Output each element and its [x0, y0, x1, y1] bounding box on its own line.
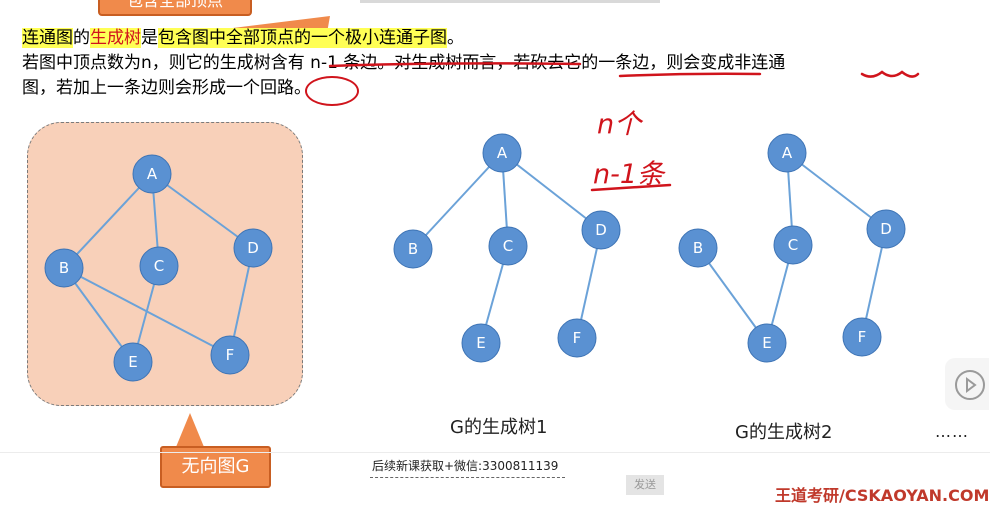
- svg-text:B: B: [408, 240, 418, 258]
- svg-text:E: E: [762, 334, 771, 352]
- underline-kan-edge: [618, 72, 762, 78]
- caption-tree-2: G的生成树2: [735, 422, 833, 443]
- node-t1-a: A: [482, 133, 522, 173]
- node-t2-e: E: [747, 323, 787, 363]
- svg-text:F: F: [226, 346, 235, 364]
- spanning-tree-2: A B C D E F: [678, 133, 906, 363]
- edge-t1-a-b: [412, 152, 503, 250]
- node-g-a: A: [132, 154, 172, 194]
- bottom-divider: [0, 452, 990, 453]
- svg-text:D: D: [595, 221, 607, 239]
- graph-label-badge: 无向图G: [160, 446, 271, 488]
- spanning-tree-1: A B C D E F: [393, 133, 621, 363]
- term-connected-graph: 连通图: [22, 28, 73, 48]
- svg-text:F: F: [573, 329, 582, 347]
- svg-text:A: A: [497, 144, 508, 162]
- node-t1-c: C: [488, 226, 528, 266]
- svg-text:A: A: [147, 165, 158, 183]
- svg-text:B: B: [693, 239, 703, 257]
- underline-feiliantong: [860, 70, 920, 78]
- definition-line-3: 图，若加上一条边则会形成一个回路。: [22, 78, 311, 98]
- svg-text:E: E: [476, 334, 485, 352]
- definition-line-1: 连通图的生成树是包含图中全部顶点的一个极小连通子图。: [22, 27, 464, 49]
- svg-text:B: B: [59, 259, 69, 277]
- node-t2-b: B: [678, 228, 718, 268]
- text-de: 的: [73, 28, 90, 48]
- top-callout: 包含全部顶点: [98, 0, 252, 16]
- svg-text:C: C: [503, 237, 513, 255]
- svg-text:C: C: [788, 236, 798, 254]
- brand-watermark: 王道考研/CSKAOYAN.COM: [775, 486, 990, 505]
- node-t1-f: F: [557, 318, 597, 358]
- term-spanning-tree: 生成树: [90, 28, 141, 48]
- node-t2-a: A: [767, 133, 807, 173]
- text-shi: 是: [141, 28, 158, 48]
- text-period: 。: [447, 28, 464, 48]
- edge-t2-a-d: [786, 152, 887, 230]
- edge-t2-b-e: [697, 247, 768, 344]
- svg-text:F: F: [858, 328, 867, 346]
- play-icon[interactable]: [955, 370, 985, 400]
- strike-annotation: [328, 62, 582, 68]
- node-t1-e: E: [461, 323, 501, 363]
- node-g-d: D: [233, 228, 273, 268]
- node-t1-b: B: [393, 229, 433, 269]
- svg-text:A: A: [782, 144, 793, 162]
- svg-text:D: D: [880, 220, 892, 238]
- ellipsis-more: ……: [935, 422, 969, 441]
- circle-annotation-huilu: [305, 76, 359, 106]
- node-g-e: E: [113, 342, 153, 382]
- edge-t1-a-d: [501, 152, 602, 231]
- svg-text:E: E: [128, 353, 137, 371]
- graphs-canvas: n个 n-1条 A B C D E F A B C D E F: [44, 62, 920, 382]
- svg-text:D: D: [247, 239, 259, 257]
- svg-text:C: C: [154, 257, 164, 275]
- edge-g-a-d: [151, 173, 254, 249]
- top-toolbar-strip: [360, 0, 660, 3]
- definition-highlight: 包含图中全部顶点的一个极小连通子图: [158, 28, 447, 48]
- graph-g: A B C D E F: [44, 154, 273, 382]
- node-t2-f: F: [842, 317, 882, 357]
- promo-dashed-divider: [370, 477, 565, 478]
- node-g-f: F: [210, 335, 250, 375]
- node-g-b: B: [44, 248, 84, 288]
- node-t2-d: D: [866, 209, 906, 249]
- node-t2-c: C: [773, 225, 813, 265]
- edge-g-a-b: [63, 173, 153, 269]
- node-g-c: C: [139, 246, 179, 286]
- handwriting-underline: [590, 183, 672, 192]
- node-t1-d: D: [581, 210, 621, 250]
- handwriting-n: n个: [597, 109, 644, 140]
- send-button[interactable]: 发送: [626, 475, 664, 495]
- graph-label-arrow: [176, 413, 204, 447]
- promo-text: 后续新课获取+微信:3300811139: [372, 459, 559, 473]
- caption-tree-1: G的生成树1: [450, 417, 548, 438]
